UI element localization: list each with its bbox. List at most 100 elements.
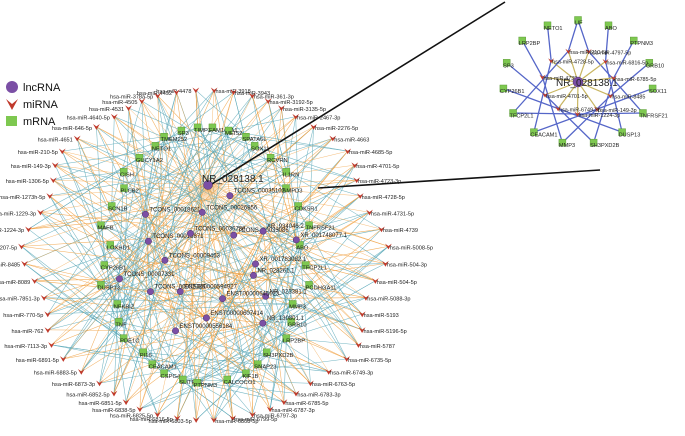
mirna-lncrna-edge xyxy=(253,195,361,276)
mrna-label: DUSP13 xyxy=(97,285,120,291)
mirna-node xyxy=(343,356,351,362)
mrna-node xyxy=(179,375,187,384)
mirna-mrna-edge xyxy=(163,136,361,197)
mirna-mrna-edge xyxy=(113,145,156,394)
mrna-label: KIF1B xyxy=(242,374,258,380)
mrna-label: LRP2BP xyxy=(519,41,541,47)
mirna-lncrna-edge xyxy=(150,291,297,394)
mirna-label: hsa-miR-8485 xyxy=(0,263,20,269)
mirna-mrna-edge xyxy=(308,284,359,346)
mirna-node xyxy=(292,113,300,120)
mirna-mrna-edge xyxy=(254,107,282,147)
mrna-lncrna-edge xyxy=(148,241,228,380)
mrna-node xyxy=(160,369,168,377)
mirna-node xyxy=(378,226,385,233)
mirna-mrna-edge xyxy=(299,228,382,246)
mirna-lncrna-edge xyxy=(40,212,297,241)
mirna-lncrna-edge xyxy=(190,233,197,420)
lncrna-node xyxy=(187,229,194,237)
mirna-mrna-edge xyxy=(286,337,359,346)
mrna-label: TMEM252 xyxy=(161,137,188,143)
mirna-node xyxy=(25,226,32,233)
mrna-label: GRB10 xyxy=(646,63,664,69)
mrna-lncrna-edge xyxy=(145,145,156,215)
mrna-label: SP3 xyxy=(178,131,189,137)
lncrna-node xyxy=(172,327,179,335)
mirna-node xyxy=(249,411,256,418)
mirna-mrna-edge xyxy=(128,107,182,131)
mirna-label: hsa-miR-4723-3p xyxy=(358,179,401,185)
mirna-lncrna-edge xyxy=(51,233,191,346)
mrna-lncrna-edge xyxy=(123,187,264,232)
mirna-hub-edge xyxy=(207,184,367,298)
mrna-label: SMPD3 xyxy=(283,189,303,195)
mrna-lncrna-edge xyxy=(206,145,255,318)
mirna-mrna-edge xyxy=(76,138,184,380)
lncrna-node xyxy=(202,314,210,322)
mrna-lncrna-edge xyxy=(262,321,292,324)
mirna-label: hsa-miR-5196-5p xyxy=(363,329,406,335)
lncrna-label: ENST00000645023 xyxy=(227,292,280,298)
mrna-label: CEACAM1 xyxy=(149,365,177,371)
mirna-mrna-edge xyxy=(118,321,329,372)
mirna-label: hsa-miR-770-5p xyxy=(3,313,43,319)
lncrna-node xyxy=(219,295,226,303)
mirna-label: hsa-miR-4478 xyxy=(156,89,191,95)
mrna-label: PI16 xyxy=(140,353,152,359)
mirna-lncrna-edge xyxy=(201,212,271,410)
inset-mirna-mrna-edge xyxy=(577,112,643,115)
inset-mirna-mrna-edge xyxy=(506,62,546,96)
mirna-mrna-edge xyxy=(118,91,177,322)
mirna-lncrna-edge xyxy=(296,239,359,346)
lncrna-node xyxy=(262,292,270,300)
mirna-node xyxy=(329,135,337,142)
mirna-lncrna-edge xyxy=(157,95,297,241)
mirna-mrna-edge xyxy=(182,297,367,380)
mirna-label: hsa-miR-504-5p xyxy=(377,280,417,286)
mirna-hub-edge xyxy=(55,164,209,186)
mirna-node xyxy=(58,148,66,155)
mirna-node xyxy=(548,58,555,64)
mirna-label: hsa-miR-4492 xyxy=(137,91,172,97)
mirna-lncrna-edge xyxy=(148,241,271,410)
mirna-mrna-edge xyxy=(114,116,287,189)
mrna-label: DUSP13 xyxy=(619,133,641,139)
mirna-hub-edge xyxy=(207,95,253,186)
mirna-label: hsa-miR-378a-5p xyxy=(110,95,153,101)
mrna-lncrna-edge xyxy=(123,171,181,292)
mirna-mrna-edge xyxy=(299,244,363,315)
mirna-lncrna-edge xyxy=(141,100,181,292)
mirna-node xyxy=(356,193,364,199)
mrna-node xyxy=(113,300,121,308)
mirna-node xyxy=(192,87,200,94)
mirna-node xyxy=(51,162,59,169)
mirna-hub-edge xyxy=(96,126,209,186)
mirna-node xyxy=(230,89,237,96)
mirna-mrna-edge xyxy=(181,91,234,131)
inset-mirna-hub-edge xyxy=(542,76,579,83)
mrna-label: TNF xyxy=(115,322,127,328)
mirna-lncrna-edge xyxy=(262,322,347,360)
mrna-node xyxy=(100,261,109,269)
inset-mirna-mrna-edge xyxy=(604,61,623,133)
mirna-label: hsa-miR-8089 xyxy=(0,280,30,286)
lncrna-label: NR_028138.1 xyxy=(556,78,618,89)
mirna-node xyxy=(602,58,609,65)
mirna-lncrna-edge xyxy=(229,195,363,331)
mirna-node xyxy=(37,209,44,216)
inset-mirna-mrna-edge xyxy=(503,87,559,110)
mirna-label: hsa-miR-7851-3p xyxy=(0,297,40,303)
mrna-node xyxy=(97,221,105,229)
callout-line-top xyxy=(211,1,506,185)
inset-mirna-mrna-edge xyxy=(544,94,595,144)
mrna-label: MMP3 xyxy=(289,304,306,310)
mirna-mrna-edge xyxy=(44,297,293,305)
inset-mirna-mrna-edge xyxy=(533,60,552,133)
mirna-mrna-edge xyxy=(213,321,292,420)
mirna-mrna-edge xyxy=(299,244,311,384)
mirna-label: hsa-miR-6873-3p xyxy=(52,382,95,388)
mirna-label: hsa-miR-4701-5p xyxy=(356,164,399,170)
mrna-node xyxy=(639,109,647,117)
mirna-label: hsa-miR-3135-5p xyxy=(283,107,326,113)
mirna-hub-edge xyxy=(28,184,209,230)
